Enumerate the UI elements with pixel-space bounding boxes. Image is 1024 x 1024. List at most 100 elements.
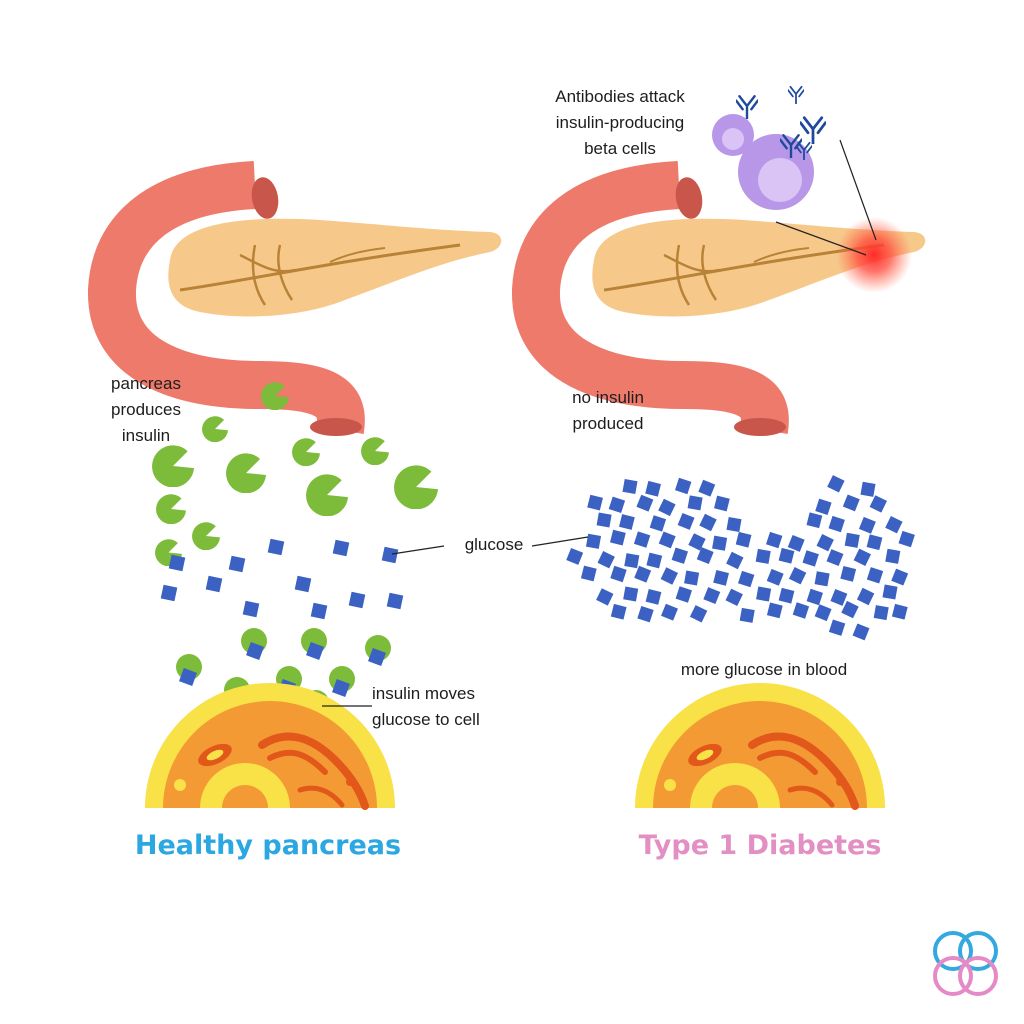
glucose-molecule: [814, 604, 832, 622]
glucose-molecule: [580, 565, 597, 582]
glucose-molecule: [566, 547, 584, 565]
label-line: no insulin: [572, 388, 644, 407]
glucose-molecule: [827, 475, 845, 493]
glucose-molecule: [842, 494, 860, 512]
glucose-molecule: [816, 534, 834, 552]
glucose-molecule: [852, 623, 870, 641]
label-pancreas-produces-insulin: pancreas produces insulin: [86, 371, 206, 449]
glucose-molecule: [756, 586, 772, 602]
glucose-molecule: [856, 587, 875, 606]
glucose-molecule: [689, 605, 708, 623]
glucose-molecule: [645, 480, 661, 497]
glucose-molecule: [766, 602, 783, 619]
glucose-molecule: [869, 495, 887, 513]
glucose-molecule: [645, 589, 662, 605]
glucose-molecule: [587, 494, 603, 511]
title-healthy-pancreas: Healthy pancreas: [134, 830, 402, 861]
glucose-molecule: [675, 477, 692, 495]
glucose-molecule: [636, 494, 654, 512]
glucose-molecule: [814, 571, 830, 587]
glucose-molecule: [866, 567, 884, 584]
label-line: pancreas: [111, 374, 181, 393]
glucose-molecule: [585, 533, 602, 549]
label-no-insulin-produced: no insulin produced: [538, 385, 678, 437]
cell-diabetic: [635, 683, 885, 808]
glucose-molecule: [766, 568, 784, 586]
glucose-molecule: [826, 549, 844, 567]
pointer-antibody-a: [839, 139, 877, 241]
glucose-molecule: [675, 586, 692, 603]
glucose-molecule: [840, 566, 857, 582]
glucose-molecule: [597, 551, 615, 569]
glucose-molecule: [596, 588, 614, 606]
glucose-molecule: [658, 498, 676, 517]
glucose-molecule: [858, 516, 876, 534]
glucose-molecule: [622, 478, 638, 495]
glucose-molecule: [658, 531, 676, 549]
glucose-molecules-healthy: [160, 538, 404, 620]
glucose-molecule: [738, 570, 755, 588]
glucose-molecule: [677, 512, 695, 530]
glucose-molecule: [787, 534, 805, 552]
glucose-molecule: [766, 531, 783, 549]
glucose-molecule: [898, 530, 915, 548]
label-line: produced: [572, 414, 644, 433]
glucose-molecule: [830, 588, 848, 606]
glucose-molecule: [660, 567, 678, 585]
glucose-molecule: [725, 588, 743, 606]
glucose-molecule: [649, 515, 667, 532]
label-more-glucose-in-blood: more glucose in blood: [680, 660, 848, 679]
glucose-molecule: [610, 565, 627, 583]
interlocking-rings-logo: [933, 931, 998, 996]
glucose-molecule: [696, 547, 714, 565]
glucose-molecule: [866, 534, 883, 551]
glucose-molecule: [891, 568, 909, 586]
cell-healthy: [145, 683, 395, 808]
label-insulin-moves-glucose: insulin moves glucose to cell: [372, 681, 522, 733]
glucose-molecule: [739, 607, 755, 623]
glucose-molecule: [788, 567, 807, 585]
label-line: Antibodies attack: [555, 87, 685, 106]
glucose-molecule: [646, 552, 663, 569]
pointer-antibody-b: [775, 221, 867, 256]
glucose-molecule: [610, 603, 627, 620]
inflammation-spot: [836, 217, 912, 293]
glucose-molecule: [802, 550, 819, 567]
glucose-molecule: [610, 529, 626, 546]
title-type-1-diabetes: Type 1 Diabetes: [638, 830, 882, 861]
glucose-molecule: [699, 513, 717, 532]
glucose-molecules-diabetic: [566, 475, 915, 641]
glucose-molecule: [714, 495, 730, 512]
glucose-molecule: [755, 548, 771, 564]
glucose-molecule: [661, 603, 678, 621]
immune-cells: [712, 114, 814, 210]
glucose-molecule: [844, 532, 860, 548]
glucose-molecule: [687, 495, 703, 511]
glucose-molecule: [671, 547, 688, 564]
label-antibodies-attack: Antibodies attack insulin-producing beta…: [520, 84, 720, 162]
glucose-molecule: [619, 514, 635, 530]
glucose-molecule: [853, 548, 871, 566]
label-line: beta cells: [584, 139, 656, 158]
glucose-molecule: [608, 496, 626, 513]
glucose-molecule: [688, 533, 706, 551]
glucose-molecule: [633, 531, 651, 548]
glucose-molecule: [596, 512, 612, 528]
label-line: produces: [111, 400, 181, 419]
glucose-molecule: [713, 570, 729, 586]
glucose-molecule: [891, 603, 908, 620]
glucose-molecule: [637, 606, 654, 623]
glucose-molecule: [698, 479, 716, 497]
glucose-molecule: [885, 548, 901, 564]
label-line: glucose to cell: [372, 710, 480, 729]
glucose-molecule: [778, 587, 795, 604]
glucose-molecule: [806, 588, 823, 606]
glucose-molecule: [684, 570, 700, 586]
glucose-molecule: [623, 586, 639, 602]
label-line: insulin-producing: [555, 113, 685, 132]
label-line: insulin: [121, 426, 171, 445]
glucose-molecule: [726, 516, 742, 533]
label-line: insulin moves: [372, 684, 475, 703]
